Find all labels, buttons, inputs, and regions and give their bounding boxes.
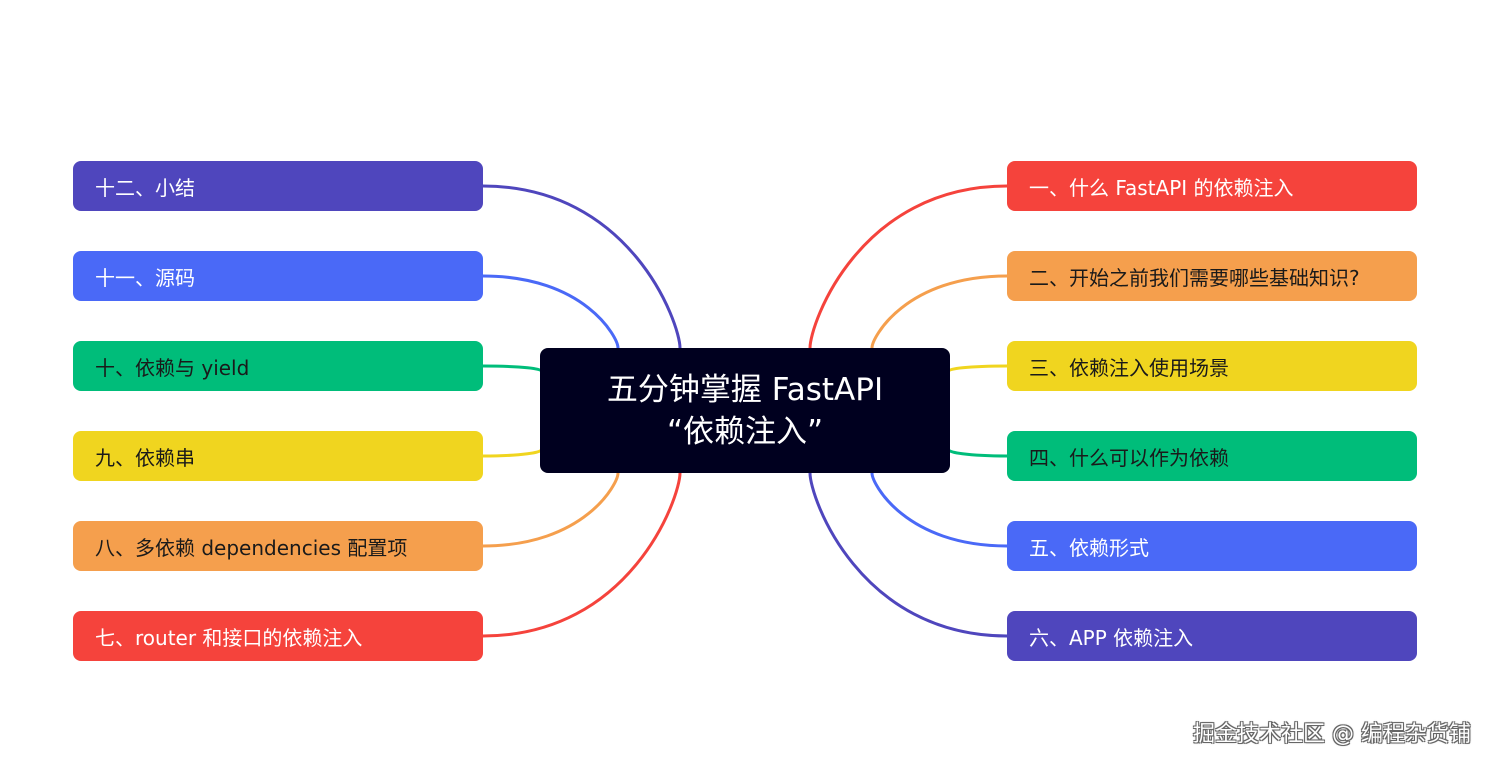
connector-left-4 — [481, 449, 542, 458]
topic-label: 七、router 和接口的依赖注入 — [95, 625, 363, 650]
topic-label: 九、依赖串 — [95, 445, 195, 470]
topic-label: 六、APP 依赖注入 — [1029, 625, 1194, 650]
connector-right-2 — [870, 274, 1009, 350]
connector-left-2 — [481, 274, 620, 350]
topic-node-2[interactable]: 二、开始之前我们需要哪些基础知识? — [1007, 251, 1417, 301]
topic-label: 十、依赖与 yield — [95, 355, 250, 380]
topic-node-4[interactable]: 四、什么可以作为依赖 — [1007, 431, 1417, 481]
central-topic-line-1: 五分钟掌握 FastAPI — [606, 371, 884, 408]
connector-left-1 — [481, 184, 682, 350]
connector-right-1 — [808, 184, 1009, 350]
topic-label: 三、依赖注入使用场景 — [1029, 355, 1229, 380]
topic-node-6[interactable]: 六、APP 依赖注入 — [1007, 611, 1417, 661]
connector-right-6 — [808, 471, 1009, 638]
topic-node-9[interactable]: 九、依赖串 — [73, 431, 483, 481]
topic-node-12[interactable]: 十二、小结 — [73, 161, 483, 211]
central-topic-line-2: “依赖注入” — [666, 413, 824, 450]
connector-left-6 — [481, 471, 682, 638]
connector-right-4 — [948, 449, 1009, 458]
topic-node-3[interactable]: 三、依赖注入使用场景 — [1007, 341, 1417, 391]
connector-right-5 — [870, 471, 1009, 548]
topic-label: 十二、小结 — [95, 175, 195, 200]
topic-label: 八、多依赖 dependencies 配置项 — [95, 535, 408, 560]
watermark: 掘金技术社区 @ 编程杂货铺 — [1193, 722, 1471, 747]
topic-node-1[interactable]: 一、什么 FastAPI 的依赖注入 — [1007, 161, 1417, 211]
topic-node-5[interactable]: 五、依赖形式 — [1007, 521, 1417, 571]
topic-node-8[interactable]: 八、多依赖 dependencies 配置项 — [73, 521, 483, 571]
topic-label: 四、什么可以作为依赖 — [1029, 445, 1229, 470]
topic-node-11[interactable]: 十一、源码 — [73, 251, 483, 301]
topic-label: 二、开始之前我们需要哪些基础知识? — [1029, 265, 1360, 290]
topic-node-10[interactable]: 十、依赖与 yield — [73, 341, 483, 391]
connector-right-3 — [948, 364, 1009, 372]
topic-label: 五、依赖形式 — [1029, 535, 1149, 560]
topic-node-7[interactable]: 七、router 和接口的依赖注入 — [73, 611, 483, 661]
connector-left-5 — [481, 471, 620, 548]
topic-label: 十一、源码 — [95, 265, 195, 290]
central-topic[interactable]: 五分钟掌握 FastAPI “依赖注入” — [540, 348, 950, 473]
topic-label: 一、什么 FastAPI 的依赖注入 — [1029, 175, 1294, 200]
connector-left-3 — [481, 364, 542, 372]
